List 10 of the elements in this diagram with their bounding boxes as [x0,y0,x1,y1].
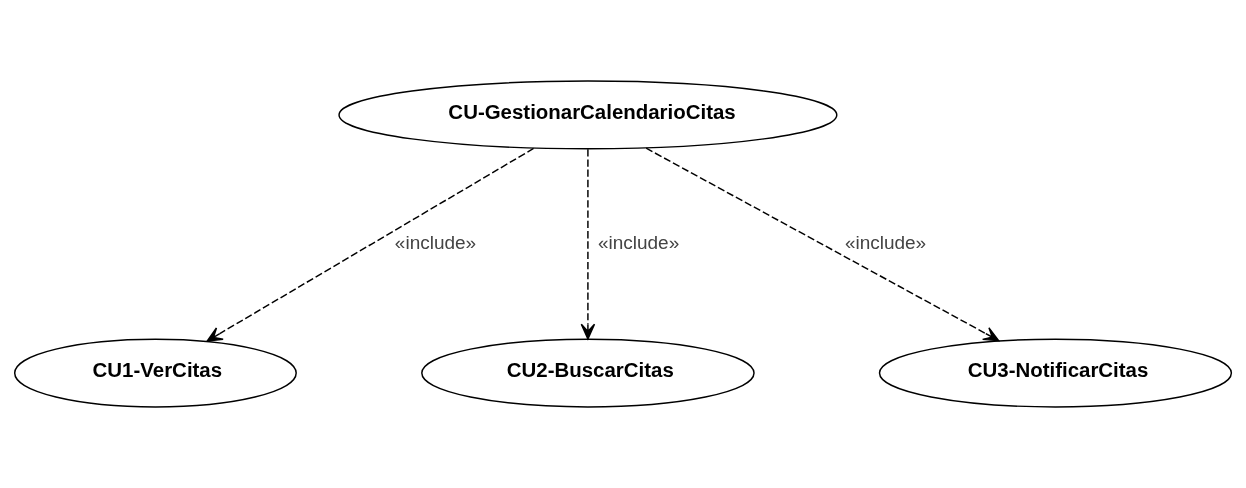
node-ellipse: CU-GestionarCalendarioCitas [338,80,838,150]
edge-label: «include» [844,231,927,253]
edge-label: «include» [597,231,680,253]
edge-label: «include» [394,231,477,253]
node-ellipse: CU2-BuscarCitas [421,338,755,408]
arrow [206,147,535,342]
arrow [645,147,1000,342]
node-ellipse: CU3-NotificarCitas [878,338,1233,408]
node-ellipse: CU1-VerCitas [13,338,297,408]
arrow [580,148,596,340]
